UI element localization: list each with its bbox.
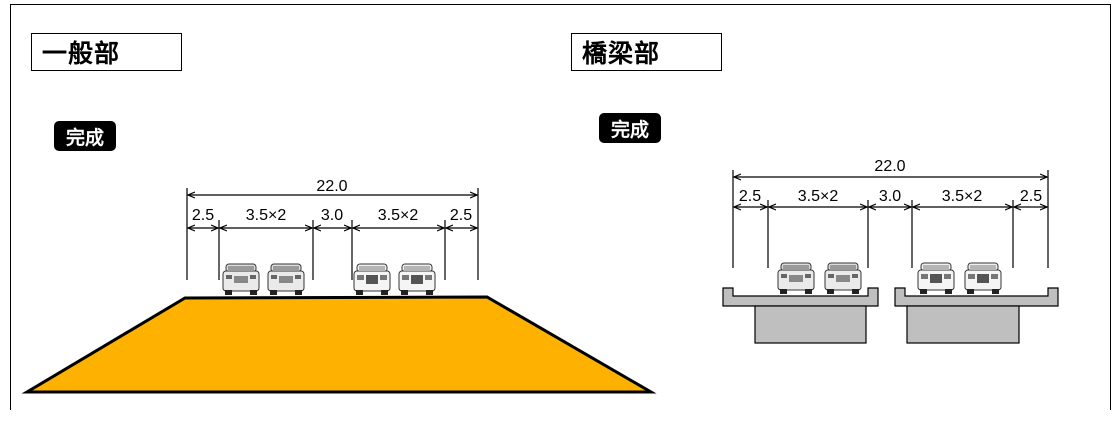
dim-total-left: 22.0: [316, 178, 347, 195]
embankment-section: 22.0 2.5 3.5×2 3.0 3.5×2 2.5: [21, 178, 657, 394]
dim-lanes-left-2: 3.5×2: [378, 207, 419, 224]
bridge-section: 22.0 2.5 3.5×2 3.0 3.5×2 2.5: [722, 158, 1059, 344]
diagram-frame: [10, 4, 1111, 410]
dim-shoulder-right-2: 2.5: [1020, 188, 1042, 205]
car-icon: [964, 262, 1002, 295]
dim-total-right: 22.0: [874, 158, 905, 175]
badge-completed-left: 完成: [54, 121, 117, 151]
dim-lanes-left-1: 3.5×2: [246, 207, 287, 224]
car-icon: [917, 262, 955, 295]
bridge-girder-right: [906, 305, 1020, 344]
dim-shoulder-left-2: 2.5: [450, 207, 472, 224]
car-icon: [222, 263, 260, 296]
dim-median-left: 3.0: [321, 207, 343, 224]
dim-shoulder-right-1: 2.5: [739, 188, 761, 205]
bridge-deck-right: [894, 287, 1059, 307]
section-title-kyoryobu: 橋梁部: [571, 33, 722, 71]
section-title-ippanbu: 一般部: [31, 33, 182, 71]
dim-lanes-right-1: 3.5×2: [798, 188, 839, 205]
embankment: [21, 295, 657, 394]
bridge-girder-left: [754, 305, 867, 344]
car-icon: [267, 263, 305, 296]
car-icon: [777, 262, 815, 295]
dim-shoulder-left-1: 2.5: [192, 207, 214, 224]
badge-completed-right: 完成: [599, 113, 662, 143]
car-icon: [824, 262, 862, 295]
car-icon: [398, 263, 436, 296]
dim-lanes-right-2: 3.5×2: [942, 188, 983, 205]
car-icon: [353, 263, 391, 296]
dim-median-right: 3.0: [879, 188, 901, 205]
